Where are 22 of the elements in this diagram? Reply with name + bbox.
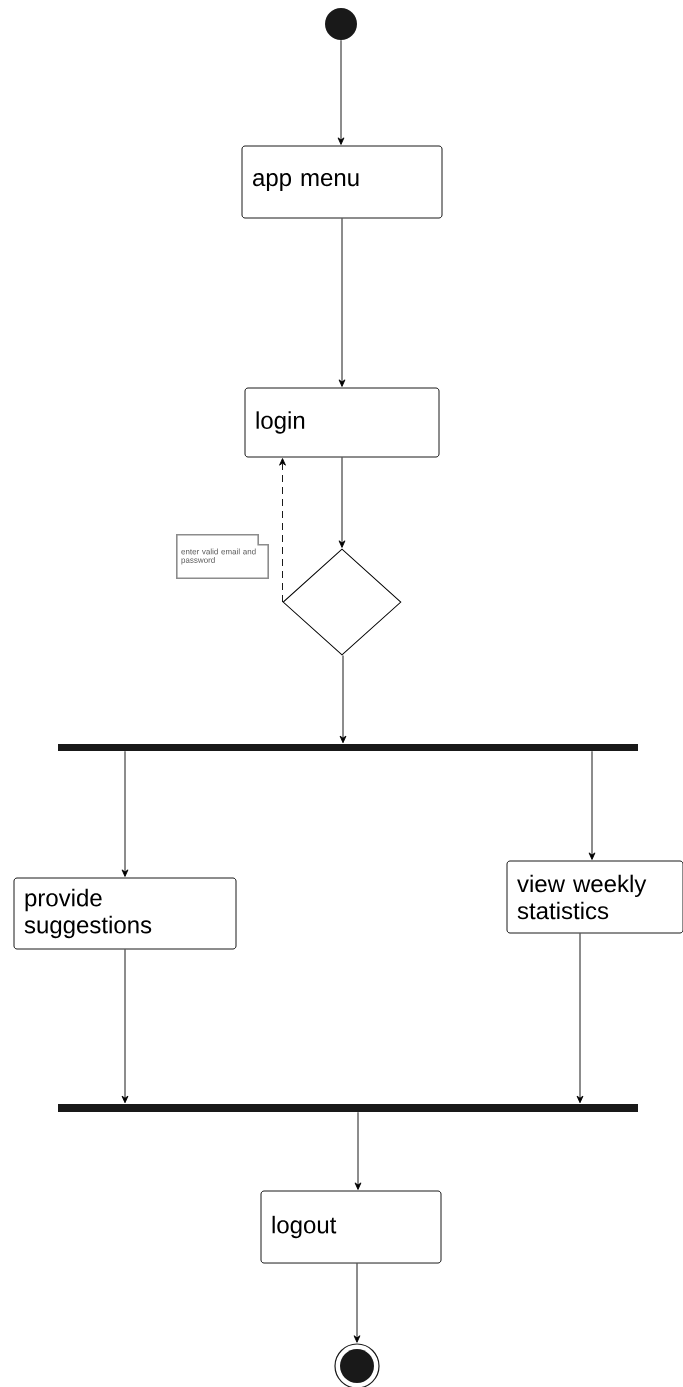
arrow bbox=[576, 933, 584, 1104]
arrow bbox=[121, 750, 129, 877]
action-box: provide suggestions bbox=[13, 877, 237, 950]
arrow bbox=[279, 458, 286, 603]
arrow bbox=[354, 1111, 362, 1190]
action-box: app menu bbox=[241, 145, 443, 219]
arrow bbox=[121, 949, 129, 1104]
action-box: logout bbox=[260, 1190, 442, 1264]
arrow bbox=[337, 39, 345, 145]
action-box: login bbox=[244, 387, 440, 458]
arrow bbox=[588, 750, 596, 860]
arrow bbox=[338, 218, 346, 387]
end-node bbox=[334, 1343, 380, 1387]
arrow bbox=[353, 1263, 361, 1343]
sync-bar bbox=[58, 1104, 638, 1112]
sync-bar bbox=[58, 744, 638, 751]
start-node bbox=[325, 8, 357, 40]
note: enter valid email and password bbox=[176, 534, 269, 579]
decision-diamond bbox=[282, 548, 402, 656]
arrow bbox=[338, 457, 346, 548]
arrow bbox=[339, 655, 347, 744]
action-box: view weekly statistics bbox=[506, 860, 683, 934]
